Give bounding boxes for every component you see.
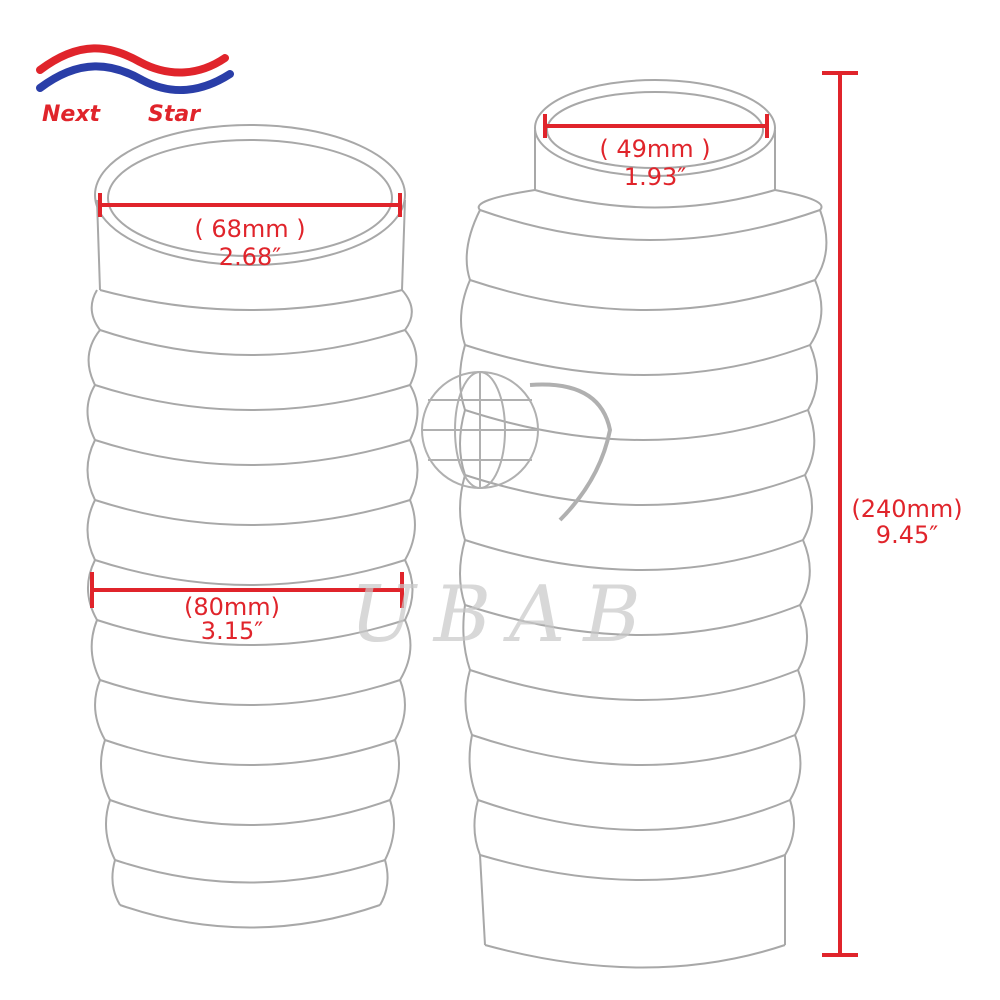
left-mid-inch-label: 3.15″ [200, 617, 264, 645]
next-star-logo-swoosh [36, 44, 234, 94]
measurement-lines [90, 71, 858, 957]
right-fork-boot [459, 79, 828, 969]
left-fork-boot [86, 124, 419, 929]
height-mm-label: (240mm) [851, 495, 963, 523]
left-top-mm-label: ( 68mm ) [194, 215, 306, 243]
height-inch-label: 9.45″ [875, 521, 939, 549]
left-top-inch-label: 2.68″ [218, 243, 282, 271]
left-mid-mm-label: (80mm) [183, 593, 281, 621]
right-top-inch-label: 1.93″ [623, 163, 687, 191]
ubab-watermark-text: UBAB [350, 570, 659, 660]
logo-word-next: Next [42, 102, 101, 127]
logo-word-star: Star [148, 102, 201, 127]
right-top-mm-label: ( 49mm ) [599, 135, 711, 163]
globe-watermark-icon [421, 371, 613, 522]
